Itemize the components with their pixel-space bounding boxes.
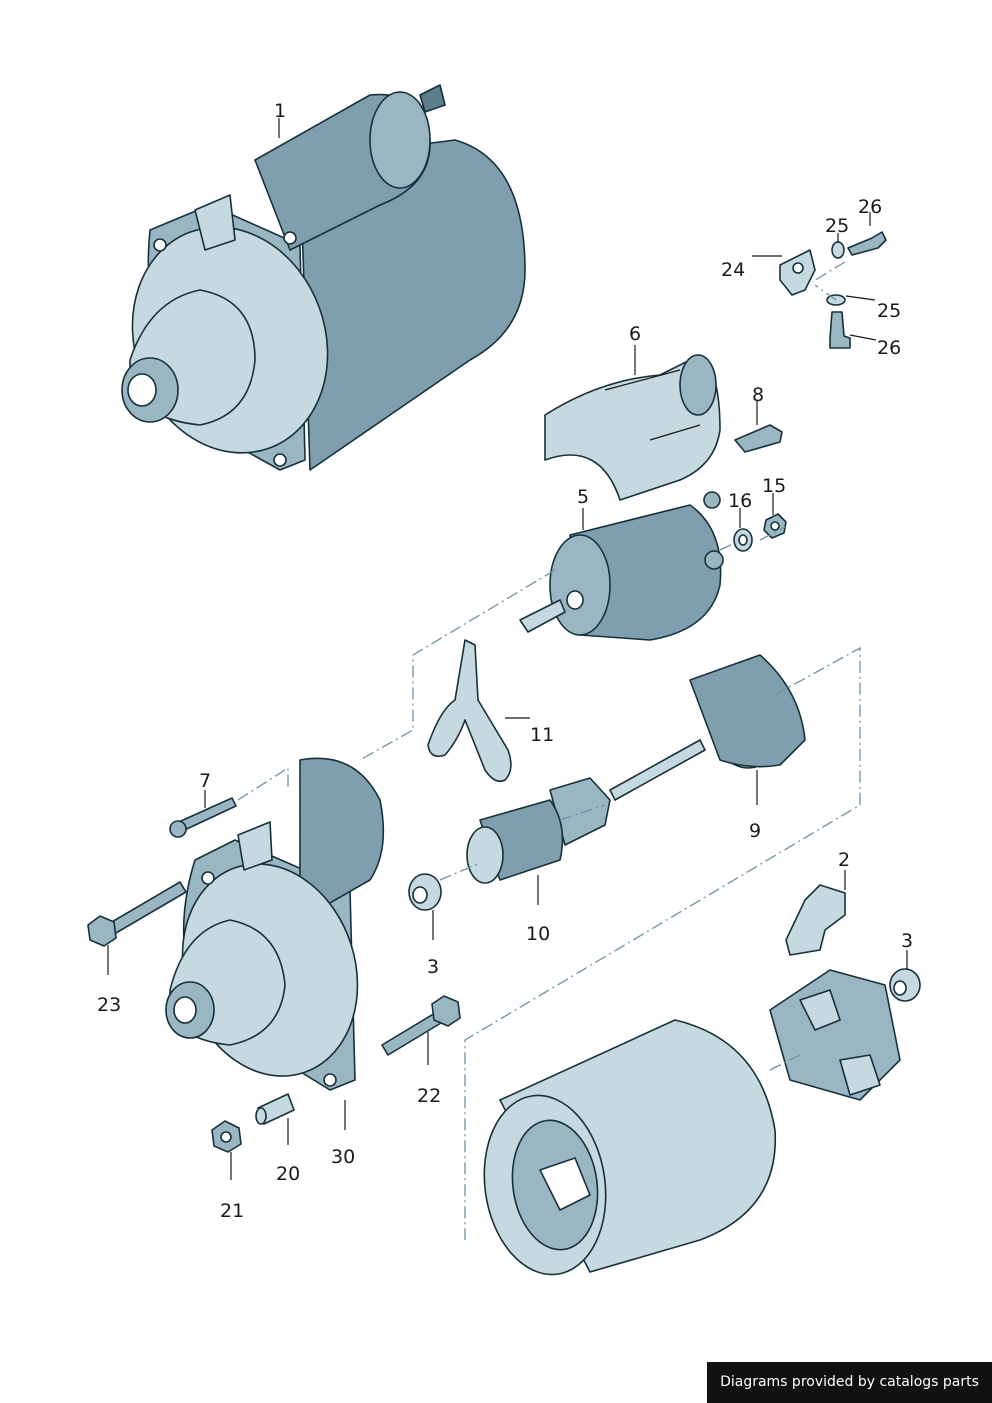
drive-end-housing-30 bbox=[165, 757, 385, 1091]
callout-20: 20 bbox=[276, 1163, 300, 1185]
solenoid-switch bbox=[519, 491, 724, 641]
callout-11: 11 bbox=[530, 724, 554, 746]
pinion-drive-10 bbox=[466, 777, 611, 884]
callout-22: 22 bbox=[417, 1085, 441, 1107]
callout-21: 21 bbox=[220, 1200, 244, 1222]
callout-8: 8 bbox=[752, 384, 764, 406]
screw-26-lower bbox=[829, 311, 851, 349]
lever-bracket-11 bbox=[427, 639, 512, 783]
callout-26-lower: 26 bbox=[877, 337, 901, 359]
credit-badge: Diagrams provided by catalogs parts bbox=[707, 1362, 992, 1403]
terminal-clip bbox=[734, 424, 783, 453]
callout-16: 16 bbox=[728, 490, 752, 512]
callout-25-lower: 25 bbox=[877, 300, 901, 322]
callout-15: 15 bbox=[762, 475, 786, 497]
callout-5: 5 bbox=[577, 486, 589, 508]
solenoid-cover bbox=[544, 354, 721, 501]
assembly-line-left bbox=[359, 569, 556, 761]
callout-3-right: 3 bbox=[901, 930, 913, 952]
callout-9: 9 bbox=[749, 820, 761, 842]
screw-26-upper bbox=[847, 231, 887, 256]
starter-motor-assembly bbox=[121, 84, 526, 471]
callout-6: 6 bbox=[629, 323, 641, 345]
callout-2: 2 bbox=[838, 849, 850, 871]
callout-3-left: 3 bbox=[427, 956, 439, 978]
callout-1: 1 bbox=[274, 100, 286, 122]
field-yoke bbox=[483, 1019, 777, 1276]
assembly-line-bolt bbox=[237, 766, 289, 801]
washer-25-upper bbox=[831, 241, 845, 259]
brush-holder-2 bbox=[769, 884, 901, 1101]
callout-10: 10 bbox=[526, 923, 550, 945]
callout-7: 7 bbox=[199, 770, 211, 792]
callout-30: 30 bbox=[331, 1146, 355, 1168]
armature-9 bbox=[609, 654, 806, 801]
callout-23: 23 bbox=[97, 994, 121, 1016]
callout-24: 24 bbox=[721, 259, 745, 281]
assembly-line-right bbox=[464, 646, 861, 1240]
callout-26-upper: 26 bbox=[858, 196, 882, 218]
callout-25-upper: 25 bbox=[825, 215, 849, 237]
bracket-24 bbox=[779, 249, 816, 296]
